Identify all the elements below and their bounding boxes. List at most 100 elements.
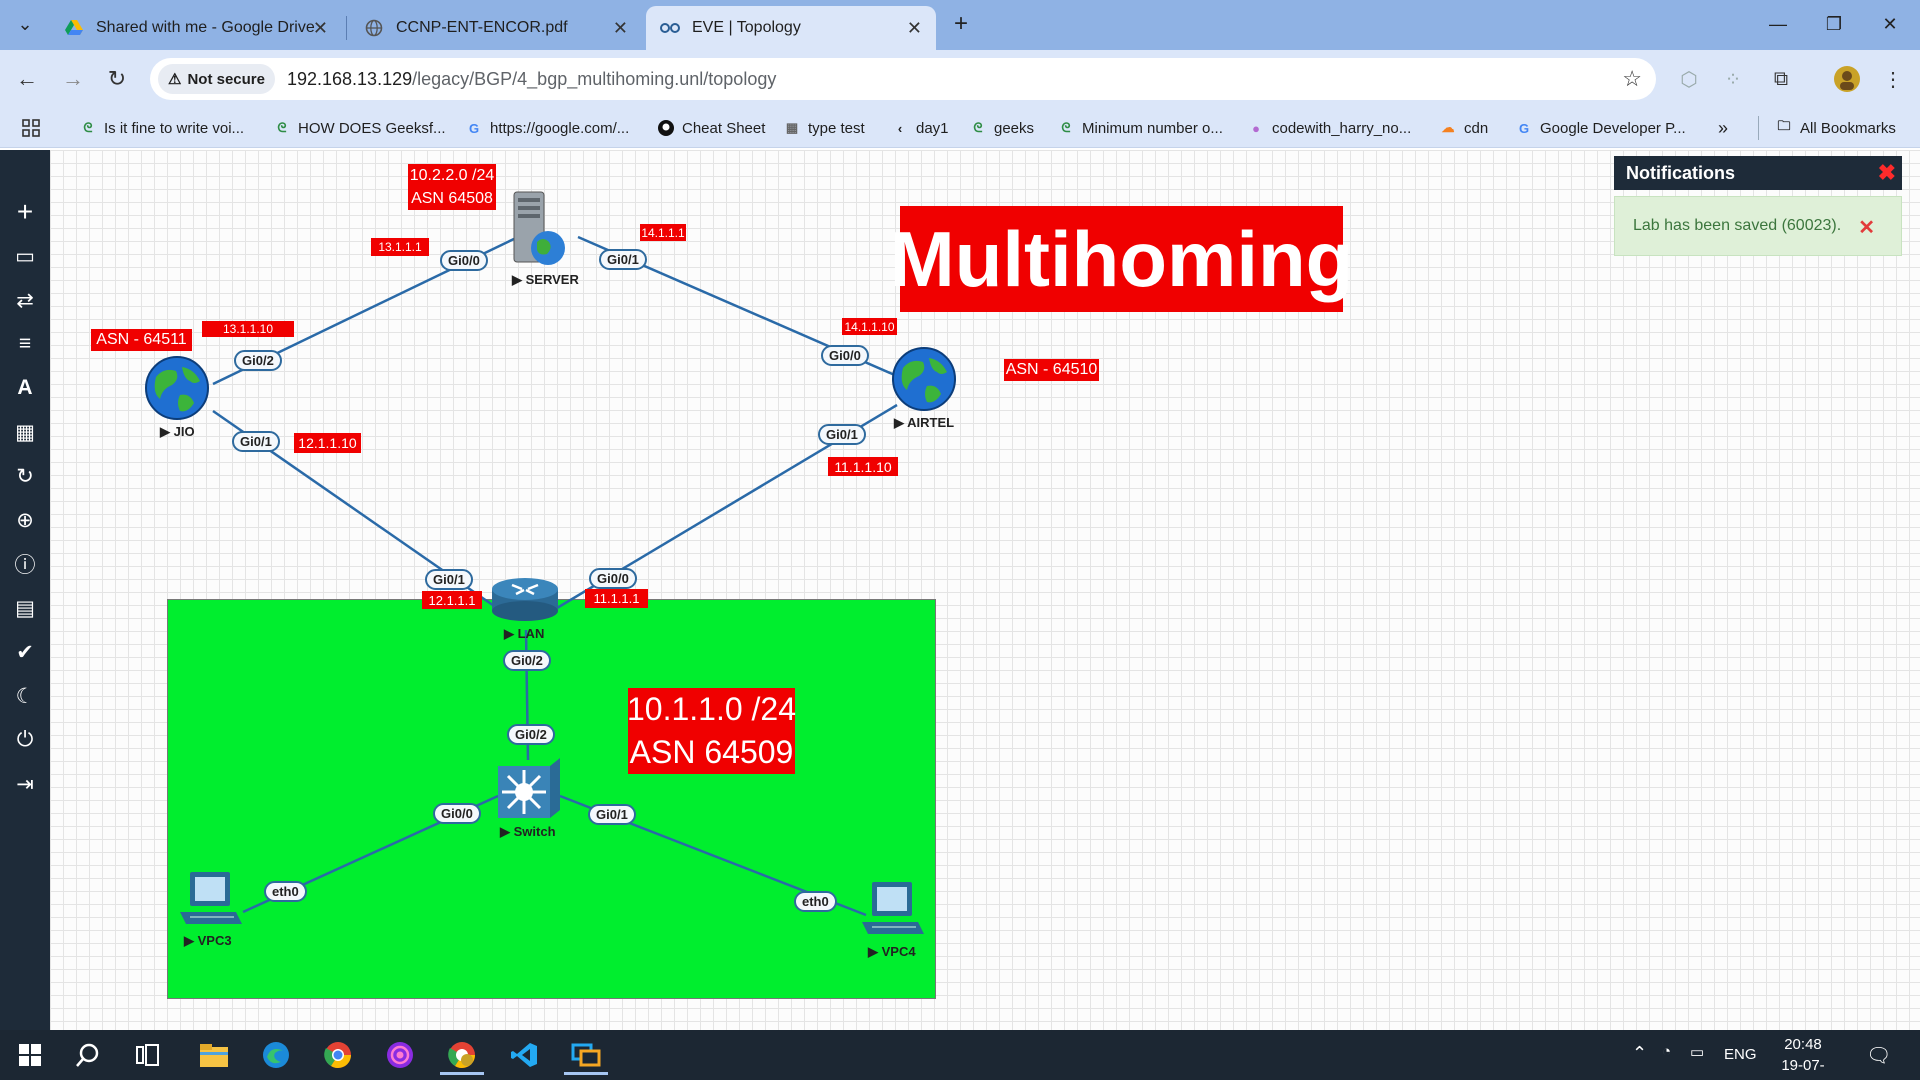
vpc4-node-label[interactable]: ▶ VPC4 (868, 944, 916, 959)
remote-desktop-icon[interactable] (560, 1035, 612, 1075)
bookmark-item[interactable]: ●codewith_harry_no... (1248, 116, 1411, 140)
port-label[interactable]: Gi0/1 (232, 431, 280, 452)
switch-node[interactable] (496, 756, 562, 820)
forward-button[interactable]: → (56, 62, 90, 96)
refresh-icon[interactable]: ↻ (16, 464, 34, 488)
info-icon[interactable]: ⓘ (14, 554, 36, 577)
wifi-icon[interactable]: ◔ (1662, 1043, 1672, 1060)
lan-node-label[interactable]: ▶ LAN (504, 626, 545, 641)
startup-configs-icon[interactable]: ≡ (18, 332, 32, 355)
jio-node[interactable] (144, 355, 210, 421)
reload-button[interactable]: ↻ (100, 62, 134, 96)
avatar[interactable] (1830, 62, 1864, 96)
search-icon[interactable] (62, 1035, 114, 1075)
tab-ccnp-pdf[interactable]: CCNP-ENT-ENCOR.pdf ✕ (350, 6, 642, 50)
vpc4-node[interactable] (860, 880, 926, 940)
puzzle-icon[interactable]: ⧉ (1773, 67, 1789, 90)
port-label[interactable]: eth0 (264, 881, 307, 902)
url-text[interactable]: 192.168.13.129/legacy/BGP/4_bgp_multihom… (287, 69, 776, 90)
close-icon[interactable]: ✕ (312, 17, 328, 38)
list-icon[interactable]: ▤ (15, 596, 35, 620)
tab-eve-topology[interactable]: EVE | Topology ✕ (646, 6, 936, 50)
port-label[interactable]: Gi0/1 (599, 249, 647, 270)
restore-button[interactable]: ❐ (1810, 6, 1858, 42)
bookmark-item[interactable]: Cheat Sheet (658, 116, 765, 140)
minimize-button[interactable]: — (1754, 6, 1802, 42)
bookmark-label: https://google.com/... (490, 119, 630, 137)
app-spiral-icon[interactable] (374, 1035, 426, 1075)
port-label[interactable]: Gi0/2 (507, 724, 555, 745)
back-button[interactable]: ← (10, 62, 44, 96)
site-info-chip[interactable]: ⚠ Not secure (158, 64, 275, 94)
airtel-node-label[interactable]: ▶ AIRTEL (894, 415, 955, 430)
file-explorer-icon[interactable] (188, 1035, 240, 1075)
address-bar[interactable]: ⚠ Not secure 192.168.13.129/legacy/BGP/4… (150, 58, 1656, 100)
add-object-icon[interactable]: + (16, 196, 34, 227)
star-icon[interactable]: ☆ (1622, 66, 1642, 91)
close-icon[interactable]: ✕ (906, 17, 922, 38)
close-icon[interactable]: ✕ (612, 17, 628, 38)
chrome-icon[interactable] (312, 1035, 364, 1075)
port-label[interactable]: Gi0/2 (234, 350, 282, 371)
port-label[interactable]: eth0 (794, 891, 837, 912)
extension-icon[interactable]: ⁘ (1724, 68, 1742, 91)
tab-search-button[interactable]: ⌄ (2, 6, 48, 42)
edge-icon[interactable] (250, 1035, 302, 1075)
google-drive-icon (64, 18, 84, 38)
port-label[interactable]: Gi0/0 (433, 803, 481, 824)
logout-icon[interactable]: ⇥ (16, 772, 34, 796)
port-label[interactable]: Gi0/1 (425, 569, 473, 590)
ip-label: 11.1.1.10 (828, 457, 898, 476)
port-label[interactable]: Gi0/1 (818, 424, 866, 445)
close-window-button[interactable]: ✕ (1866, 6, 1914, 42)
port-label[interactable]: Gi0/2 (503, 650, 551, 671)
server-node-label[interactable]: ▶ SERVER (512, 272, 579, 287)
switch-node-label[interactable]: ▶ Switch (500, 824, 556, 839)
close-icon[interactable]: ✖ (1877, 160, 1896, 185)
chevron-up-icon[interactable]: ⌃ (1632, 1043, 1648, 1063)
notification-center-icon[interactable]: 🗨 (1866, 1045, 1892, 1067)
new-tab-button[interactable]: + (937, 6, 985, 42)
bookmark-item[interactable]: ▦type test (784, 116, 865, 140)
port-label[interactable]: Gi0/1 (588, 804, 636, 825)
port-label[interactable]: Gi0/0 (821, 345, 869, 366)
jio-node-label[interactable]: ▶ JIO (160, 424, 195, 439)
check-circle-icon[interactable]: ✔ (16, 640, 34, 664)
power-icon[interactable]: ⏻ (16, 728, 34, 751)
bookmark-item[interactable]: ‹day1 (892, 116, 949, 140)
language-indicator[interactable]: ENG (1724, 1046, 1757, 1063)
task-view-icon[interactable] (122, 1035, 174, 1075)
vpc3-node-label[interactable]: ▶ VPC3 (184, 933, 232, 948)
networks-icon[interactable]: ⇄ (16, 288, 34, 312)
vscode-icon[interactable] (498, 1035, 550, 1075)
chrome-profile-icon[interactable] (436, 1035, 488, 1075)
extension-icon[interactable]: ⬡ (1680, 68, 1698, 91)
airtel-node[interactable] (891, 346, 957, 412)
nodes-icon[interactable]: ▭ (15, 244, 35, 268)
more-bookmarks-button[interactable]: » (1718, 116, 1728, 140)
port-label[interactable]: Gi0/0 (589, 568, 637, 589)
text-objects-icon[interactable]: A (17, 376, 33, 399)
close-icon[interactable]: ✕ (1858, 217, 1875, 239)
vpc3-node[interactable] (178, 870, 244, 930)
zoom-icon[interactable]: ⊕ (16, 508, 34, 532)
windows-start-icon[interactable] (4, 1035, 56, 1075)
clock[interactable]: 20:48 19-07-2025 (1768, 1034, 1838, 1080)
menu-icon[interactable]: ⋮ (1883, 68, 1903, 91)
moon-icon[interactable]: ☾ (15, 684, 35, 708)
lan-router-node[interactable] (490, 575, 560, 623)
port-label[interactable]: Gi0/0 (440, 250, 488, 271)
tab-google-drive[interactable]: Shared with me - Google Drive ✕ (50, 6, 342, 50)
all-bookmarks-button[interactable]: 🗀All Bookmarks (1776, 116, 1895, 140)
grid-icon[interactable]: ▦ (15, 420, 35, 444)
apps-icon[interactable] (22, 116, 40, 140)
bookmark-item[interactable]: ☁cdn (1440, 116, 1489, 140)
battery-icon[interactable]: ▭ (1690, 1044, 1705, 1061)
server-node[interactable] (508, 190, 572, 268)
